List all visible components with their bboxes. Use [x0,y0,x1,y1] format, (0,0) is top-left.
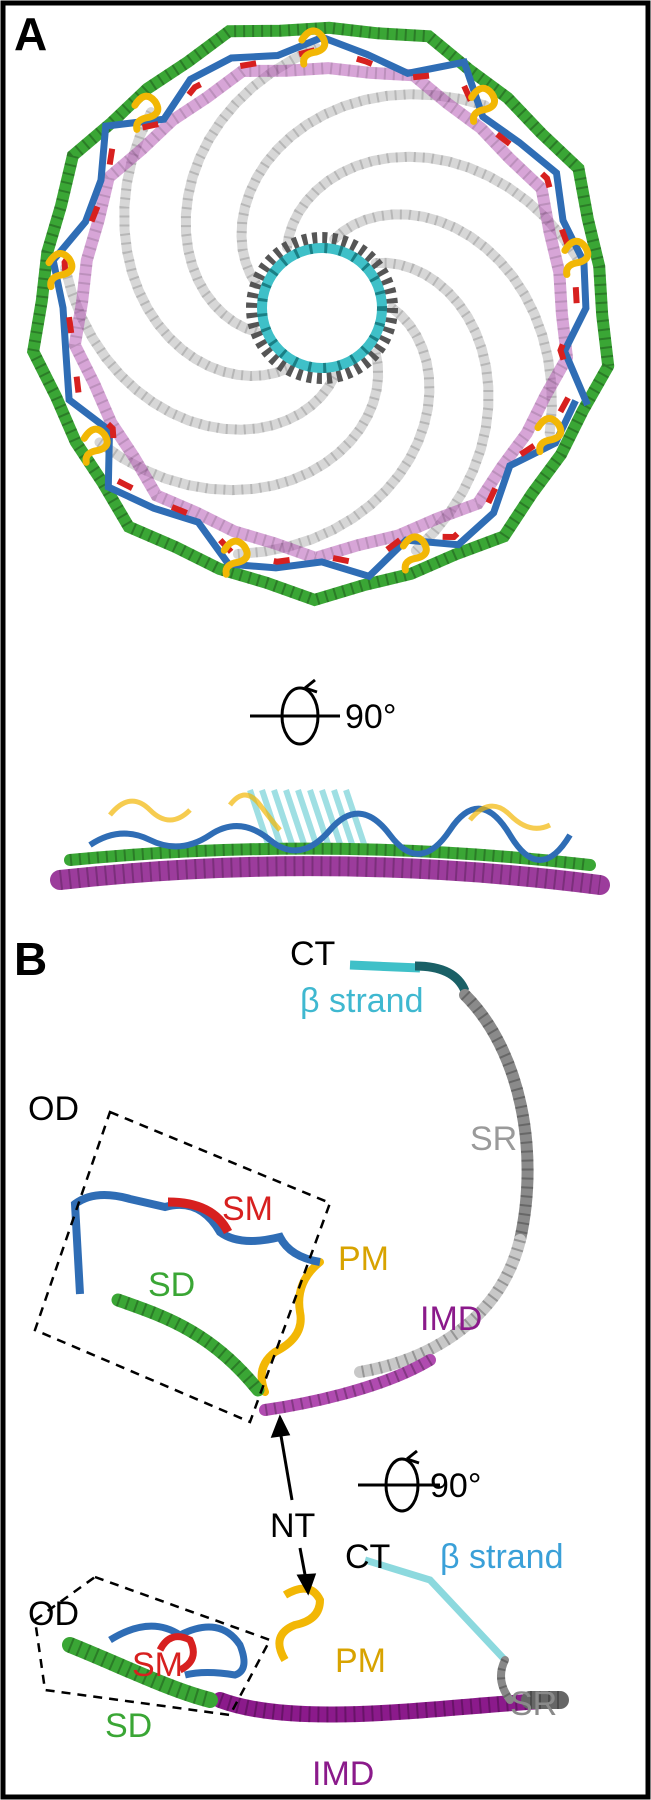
rotation-icon-b [358,1449,440,1513]
linker-loops [49,33,591,581]
imd-side-helix [50,856,610,895]
sr-helix [180,43,322,337]
beta-strand [349,960,421,973]
pm-loop [131,92,162,133]
pm-loop [561,237,592,278]
imd-side-helix-coil [58,856,602,895]
sd-helix-bottom-coil [67,1637,212,1708]
beta-strand-label-bottom: β strand [440,1538,564,1576]
pm-loop [468,84,499,125]
sd-label: SD [148,1266,195,1304]
sd-label-bottom: SD [105,1707,152,1745]
imd-helix-bottom [212,1692,568,1723]
sm-bottom [156,1633,197,1674]
sr-helix [370,257,494,556]
sr-helix [94,348,384,496]
imd-label-bottom: IMD [312,1755,374,1793]
sr-helix-b-light [354,1234,526,1378]
sm-label: SM [222,1190,273,1228]
rotation-label-b: 90° [430,1467,481,1505]
sr-helix-b [459,989,534,1246]
rotation-label-a: 90° [345,698,396,736]
imd-helix [68,62,573,565]
linker-side [88,805,573,863]
imd-helix-b [259,1354,436,1416]
beta-barrel-strands [257,243,387,373]
nt-arrows [270,1414,317,1596]
sr-inner-coils [246,232,398,384]
pm-loop [220,537,251,578]
sd-side-helix [64,842,596,871]
beta-strand-side [271,789,297,851]
sr-helix-b-coil [460,990,534,1242]
pm-loop [298,27,329,68]
pm-loop [399,533,430,574]
pm-loop [45,250,76,291]
beta-strand-label: β strand [300,982,424,1020]
sr-helix [119,107,292,382]
od-box-top [33,1110,332,1424]
linker-bottom [108,1622,248,1679]
beta-strand-side [295,789,321,851]
sr-helix [329,209,557,439]
ct-label: CT [290,935,335,973]
sr-helix [232,303,435,559]
sd-helix-b-coil [115,1293,264,1395]
pm-label-bottom: PM [335,1642,386,1680]
linker-b [70,1191,321,1295]
sd-ring-helix [26,21,615,607]
sr-label: SR [470,1120,517,1158]
beta-strand-bottom [363,1556,508,1663]
imd-label: IMD [420,1300,482,1338]
sr-helix [236,89,491,290]
pm-label: PM [338,1240,389,1278]
sr-helix-bottom [497,1656,514,1704]
sm-b [167,1197,233,1235]
pm-loop-b [257,1258,324,1396]
sd-ring-helix-coil [26,21,615,607]
beta-strand-side [343,789,369,851]
ring-top-view [26,21,615,607]
imd-helix-bottom-coil [217,1692,561,1723]
od-label: OD [28,1090,79,1128]
sr-label-bottom: SR [510,1685,557,1723]
beta-strand-side [283,789,309,851]
ct-label-bottom: CT [345,1538,390,1576]
sr-helix [60,262,340,435]
panel-a-label: A [14,8,47,60]
monomer-views [62,960,569,1723]
nt-label: NT [270,1507,315,1545]
rotation-icon-a [250,678,340,746]
sm-label-bottom: SM [132,1646,183,1684]
pm-side [108,792,552,832]
sr-helix [282,151,583,263]
beta-strand-dark [414,961,470,993]
sd-helix-bottom [62,1637,218,1708]
beta-strand-side [307,789,333,851]
panel-b-label: B [14,933,47,985]
od-label-bottom: OD [28,1595,79,1633]
pm-loop [534,415,565,456]
sd-helix-b [111,1293,265,1397]
pm-loop [80,425,111,466]
ring-side-view [50,789,610,895]
beta-strand-side [319,789,345,851]
